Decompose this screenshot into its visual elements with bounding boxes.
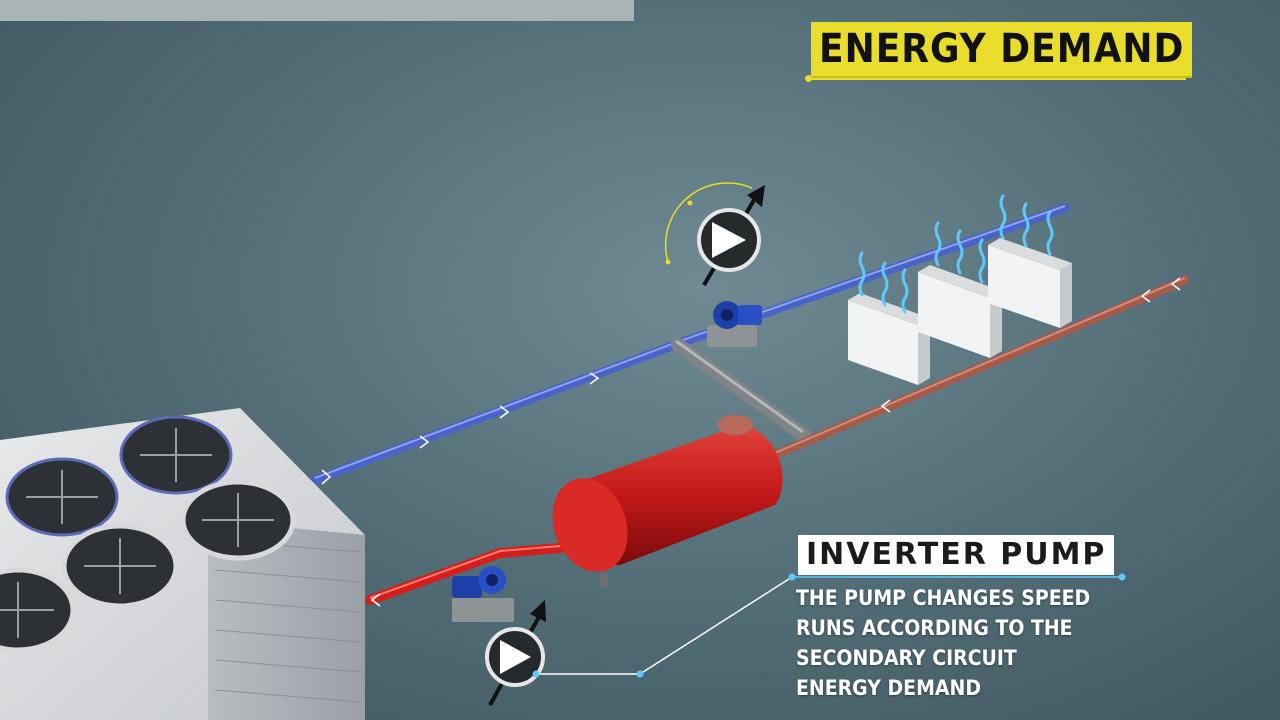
callout-dots [532,573,1126,678]
chiller-unit [0,408,365,720]
pump-speed-icon [664,182,765,287]
description-line: ENERGY DEMAND [796,676,982,700]
inverter-pump-speed-icon [485,600,546,706]
inverter-pump-icon [452,566,514,622]
inverter-pump-description: THE PUMP CHANGES SPEED RUNS ACCORDING TO… [796,583,1136,703]
bypass-pipe [671,338,812,443]
return-pipe [770,275,1190,460]
radiator-icon [848,238,1072,385]
description-line: SECONDARY CIRCUIT [796,646,1017,670]
primary-red-pipe [365,543,565,605]
buffer-tank [552,415,783,588]
inverter-pump-heading: INVERTER PUMP [798,535,1115,575]
description-line: RUNS ACCORDING TO THE [796,616,1073,640]
title-underline [808,78,1186,80]
fan-icon [0,415,296,653]
top-overlay-bar [0,0,634,21]
description-line: THE PUMP CHANGES SPEED [796,586,1091,610]
title-dot [805,75,812,82]
energy-demand-title: ENERGY DEMAND [811,22,1193,76]
pump-icon [707,301,762,347]
heat-wave-icon [858,194,1054,314]
